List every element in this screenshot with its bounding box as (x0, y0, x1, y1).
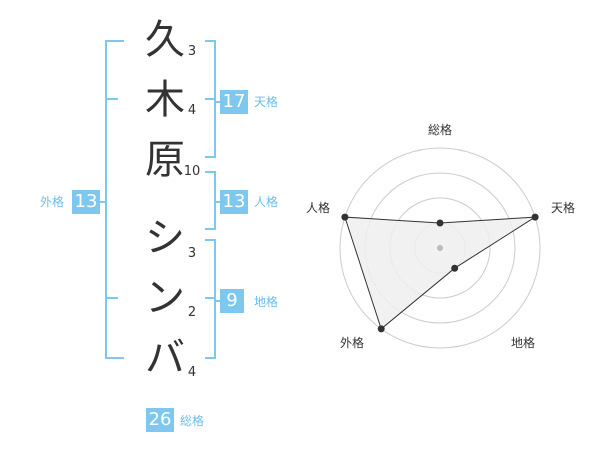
stroke-count: 10 (183, 164, 201, 179)
radar-axis-label: 人格 (306, 200, 330, 215)
radar-axis-label: 外格 (340, 335, 364, 350)
radar-point (451, 264, 459, 272)
radar-axis-label: 地格 (511, 335, 535, 350)
name-char: 木 (145, 77, 185, 123)
gaikaku-label: 外格 (40, 195, 65, 209)
radar-ring (339, 147, 541, 349)
stroke-count: 3 (187, 246, 197, 261)
soukaku-label: 総格 (180, 414, 205, 428)
jinkaku-value: 13 (220, 190, 248, 214)
stroke-count: 4 (187, 365, 197, 380)
name-char: 原 (145, 137, 185, 183)
gaikaku-value: 13 (72, 190, 100, 214)
soukaku-value: 26 (146, 408, 174, 432)
name-char: バ (145, 335, 185, 381)
chikaku-label: 地格 (254, 295, 279, 309)
stroke-count: 3 (187, 44, 197, 59)
radar-polygon (344, 216, 536, 330)
radar-points (341, 213, 539, 333)
name-char: ン (145, 275, 185, 321)
jinkaku-label: 人格 (254, 195, 279, 209)
radar-axis-label: 総格 (428, 122, 452, 137)
radar-axis-label: 天格 (551, 200, 575, 215)
tenkaku-label: 天格 (254, 95, 279, 109)
radar-point (341, 213, 349, 221)
radar-point (531, 213, 539, 221)
radar-point (377, 325, 385, 333)
radar-point (436, 219, 444, 227)
radar-center-dot (437, 245, 443, 251)
chikaku-value: 9 (220, 289, 244, 313)
name-char: 久 (145, 17, 185, 63)
name-char: シ (145, 215, 185, 261)
stroke-count: 2 (187, 305, 197, 320)
stroke-count: 4 (187, 103, 197, 118)
tenkaku-value: 17 (220, 90, 248, 114)
outer-bracket (105, 40, 124, 359)
jinkaku-bracket (205, 171, 216, 230)
